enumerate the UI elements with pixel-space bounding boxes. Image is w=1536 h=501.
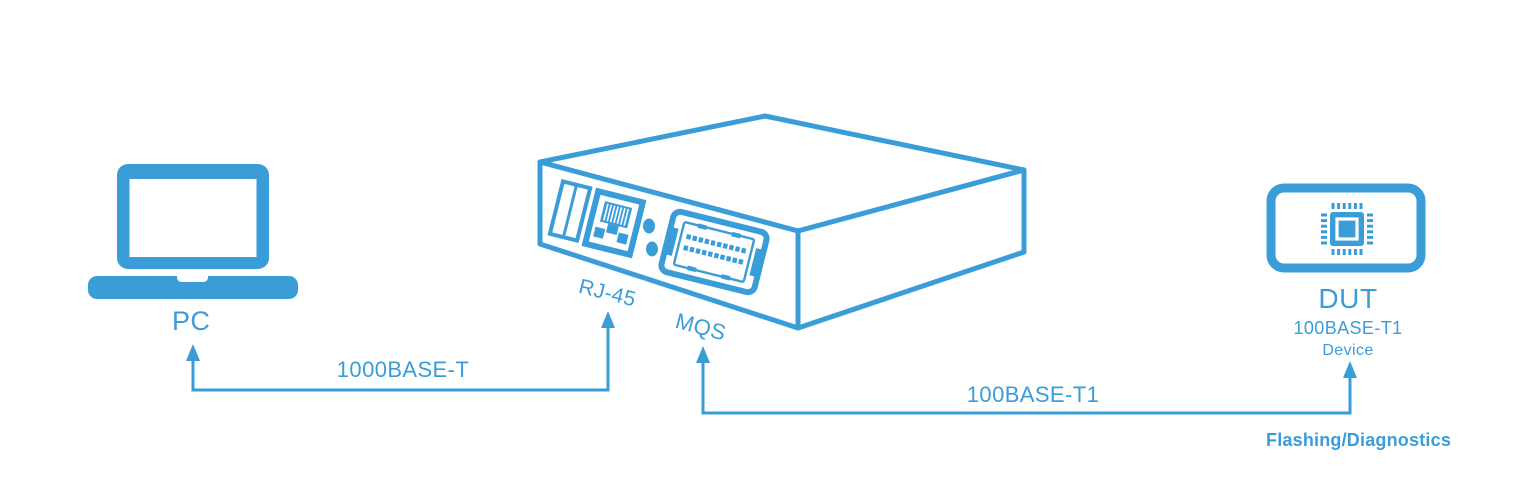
dut-subtitle2: Device (1322, 341, 1374, 359)
rj45-port-icon (581, 187, 647, 259)
link-100base-t1-label: 100BASE-T1 (966, 382, 1100, 407)
chip-icon (1321, 203, 1373, 255)
converter-right-face (795, 167, 1027, 331)
arrow-up-to-mqs-icon (696, 346, 710, 363)
dut-subtitle: 100BASE-T1 (1293, 317, 1403, 338)
arrow-up-to-rj45-icon (601, 311, 615, 328)
dut-caption: DUT 100BASE-T1 Device (1286, 283, 1410, 359)
link-1000base-t-label: 1000BASE-T (336, 357, 470, 382)
dut-title: DUT (1318, 283, 1378, 314)
mqs-pin-grid (683, 233, 747, 265)
led-indicators-icon (643, 218, 658, 257)
connection-pc-rj45-line (191, 318, 610, 392)
pc-label: PC (172, 306, 211, 336)
flashing-diagnostics-label: Flashing/Diagnostics (1266, 430, 1452, 450)
io-slot-icon (547, 178, 593, 244)
arrow-up-to-pc-icon (186, 344, 200, 361)
connection-mqs-dut-line (701, 354, 1352, 415)
dut-board-icon (1266, 183, 1426, 273)
mqs-connector-icon (658, 208, 770, 296)
arrow-up-to-dut-icon (1343, 361, 1357, 378)
laptop-icon (88, 164, 298, 299)
